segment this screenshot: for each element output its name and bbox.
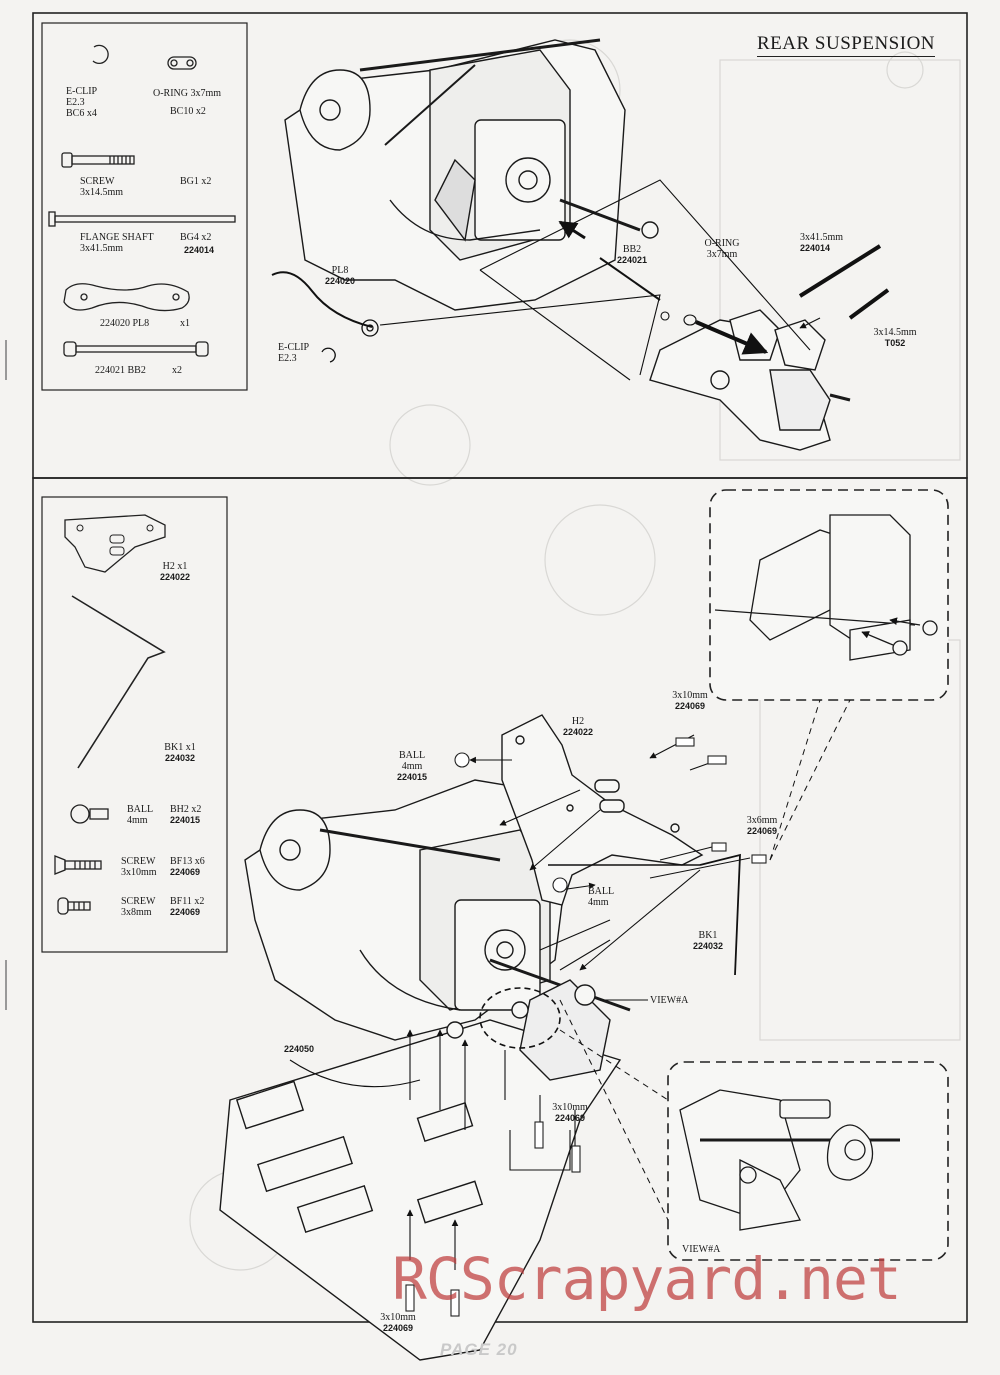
- part-label-bb2: 224021 BB2: [95, 365, 146, 376]
- bottom-chassis-plate: [219, 1019, 622, 1361]
- part-code-oring: BC10 x2: [170, 106, 206, 117]
- o-ring-icon: [167, 56, 197, 70]
- bottom-leader-lines: [289, 734, 751, 1270]
- top-gearbox-assembly: [284, 38, 659, 311]
- countersunk-screw-icon: [54, 855, 102, 875]
- top-leader-lines: [379, 179, 890, 381]
- bottom-gearbox-assembly: [244, 779, 631, 1081]
- view-a-inset-detail: [679, 1089, 900, 1231]
- bottom-screws: [405, 737, 767, 1317]
- callout-view-a: VIEW#A: [650, 995, 689, 1006]
- inset-view-a-label: VIEW#A: [682, 1244, 721, 1255]
- bb2-dogbone-icon: [63, 341, 209, 357]
- top-inset-detail: [714, 514, 938, 661]
- h2-shock-tower-icon: [64, 514, 166, 573]
- page-number: PAGE 20: [440, 1340, 518, 1359]
- callout-chassis: 224050: [284, 1044, 315, 1054]
- part-code-pl8: x1: [180, 318, 190, 329]
- pl8-plate-icon: [63, 283, 190, 312]
- bottom-parts-box: [41, 496, 228, 953]
- bk1-bar-icon: [71, 595, 166, 769]
- bk1-bar: [699, 853, 741, 976]
- part-code-screw: BG1 x2: [180, 176, 212, 187]
- part-code-bb2: x2: [172, 365, 182, 376]
- page-title: REAR SUSPENSION: [757, 33, 936, 57]
- watermark: RCScrapyard.net: [392, 1245, 902, 1313]
- screw-icon: [61, 152, 135, 168]
- part-code-flange-shaft: BG4 x2: [180, 232, 212, 243]
- h2-shock-tower: [501, 714, 704, 906]
- part-label-oring: O-RING 3x7mm: [153, 88, 222, 99]
- inset-connectors: [559, 699, 851, 1221]
- pl8-link: [271, 271, 379, 363]
- top-rear-hub-assembly: [649, 309, 851, 451]
- part-label-pl8: 224020 PL8: [100, 318, 150, 329]
- button-screw-icon: [57, 897, 91, 915]
- e-clip-icon: [92, 44, 109, 65]
- top-parts-box: [41, 22, 248, 391]
- part-no-flange-shaft: 224014: [184, 245, 215, 255]
- flange-shaft-icon: [48, 211, 236, 227]
- ball-stud-icon: [70, 804, 109, 824]
- bottom-panel-frame: [32, 477, 968, 1323]
- view-a-marker: [479, 987, 561, 1049]
